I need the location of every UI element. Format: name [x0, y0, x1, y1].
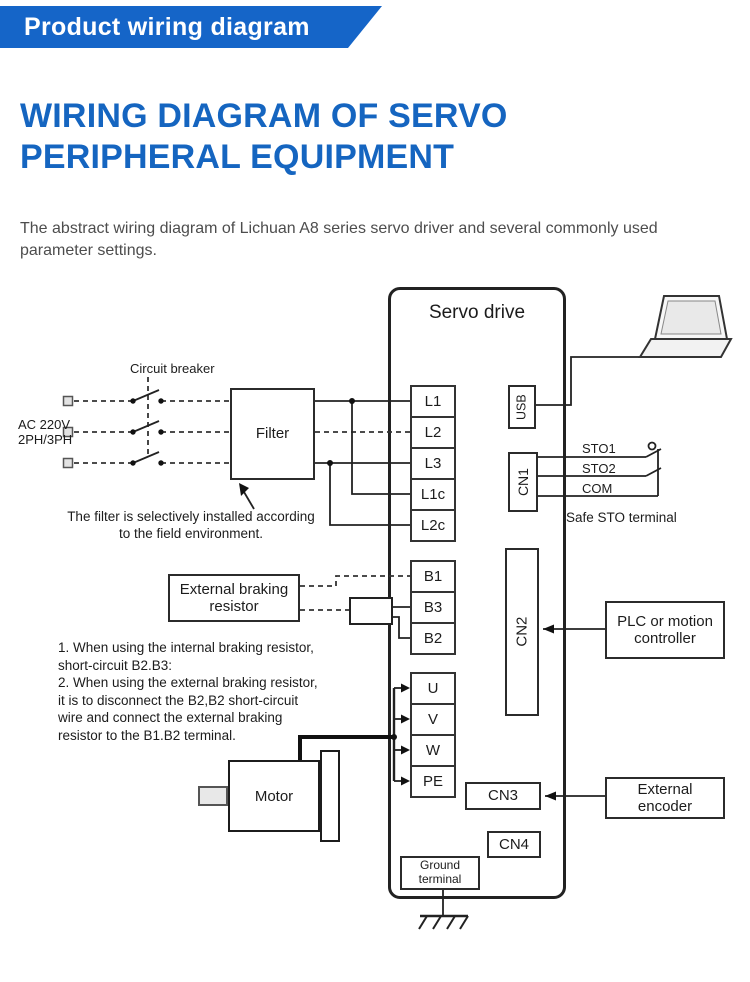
ground-terminal-line1: Ground — [419, 858, 461, 873]
motor-cable — [298, 735, 394, 764]
servo-drive-title: Servo drive — [428, 302, 526, 323]
banner-title: Product wiring diagram — [24, 12, 310, 41]
ac-supply-label: AC 220V 2PH/3PH — [18, 417, 73, 447]
terminal-l1: L1 — [410, 385, 456, 418]
usb-connector: USB — [508, 385, 536, 429]
terminal-l2c: L2c — [410, 509, 456, 542]
filter-label: Filter — [255, 425, 290, 443]
sto1-label: STO1 — [582, 441, 616, 456]
dashed-wires — [74, 377, 410, 611]
terminal-b2: B2 — [410, 622, 456, 655]
com-label: COM — [582, 481, 613, 496]
motor-shaft — [198, 786, 228, 806]
page-title-line1: WIRING DIAGRAM OF SERVO — [20, 97, 508, 135]
usb-label: USB — [514, 394, 529, 420]
cn4-connector: CN4 — [487, 831, 541, 858]
cn2-connector: CN2 — [505, 548, 539, 716]
cn2-label: CN2 — [513, 616, 531, 648]
ground-terminal-box: Ground terminal — [400, 856, 480, 890]
external-encoder-box: External encoder — [605, 777, 725, 819]
laptop-icon — [638, 295, 733, 358]
terminal-b3: B3 — [410, 591, 456, 624]
terminal-v: V — [410, 703, 456, 736]
ground-terminal-line2: terminal — [418, 872, 462, 886]
ground-symbol-icon — [418, 914, 469, 930]
page-title: WIRING DIAGRAM OF SERVO PERIPHERAL EQUIP… — [20, 96, 508, 178]
cn3-connector: CN3 — [465, 782, 541, 810]
motor-end-cap — [320, 750, 340, 842]
sto-switch — [645, 441, 662, 496]
terminal-l1c: L1c — [410, 478, 456, 511]
filter-note: The filter is selectively installed acco… — [67, 509, 315, 541]
braking-resistor-notes: 1. When using the internal braking resis… — [58, 640, 318, 743]
terminal-b1: B1 — [410, 560, 456, 593]
filter-box: Filter — [230, 388, 315, 480]
cn3-label: CN3 — [487, 787, 518, 805]
power-terminal-block: L1 L2 L3 L1c L2c — [410, 385, 456, 542]
terminal-pe: PE — [410, 765, 456, 798]
cn4-label: CN4 — [498, 835, 529, 853]
arrowheads — [239, 483, 556, 801]
title-banner: Product wiring diagram — [0, 6, 382, 48]
motor-label: Motor — [254, 787, 294, 805]
braking-resistor-line2: resistor — [209, 598, 259, 615]
terminal-l3: L3 — [410, 447, 456, 480]
sto2-label: STO2 — [582, 461, 616, 476]
braking-resistor-line1: External braking — [179, 580, 289, 598]
plc-controller-box: PLC or motion controller — [605, 601, 725, 659]
encoder-line2: encoder — [637, 798, 693, 815]
circuit-breaker-switches — [132, 389, 160, 464]
terminal-l2: L2 — [410, 416, 456, 449]
encoder-line1: External — [637, 780, 693, 798]
intro-text: The abstract wiring diagram of Lichuan A… — [20, 220, 658, 259]
motor-terminal-block: U V W PE — [410, 672, 456, 798]
jumper-block — [349, 597, 393, 625]
plc-line2: controller — [634, 630, 696, 647]
terminal-w: W — [410, 734, 456, 767]
solid-wires — [243, 356, 658, 916]
terminal-u: U — [410, 672, 456, 705]
circuit-breaker-label: Circuit breaker — [130, 361, 215, 376]
ac-input-terminals — [62, 395, 74, 469]
safe-sto-caption: Safe STO terminal — [566, 510, 677, 525]
page-title-line2: PERIPHERAL EQUIPMENT — [20, 138, 455, 176]
plc-line1: PLC or motion — [617, 612, 713, 630]
brake-terminal-block: B1 B3 B2 — [410, 560, 456, 655]
motor-box: Motor — [228, 760, 320, 832]
cn1-connector: CN1 — [508, 452, 538, 512]
external-braking-resistor-box: External braking resistor — [168, 574, 300, 622]
cn1-label: CN1 — [514, 467, 531, 497]
junction-dots — [130, 398, 397, 740]
